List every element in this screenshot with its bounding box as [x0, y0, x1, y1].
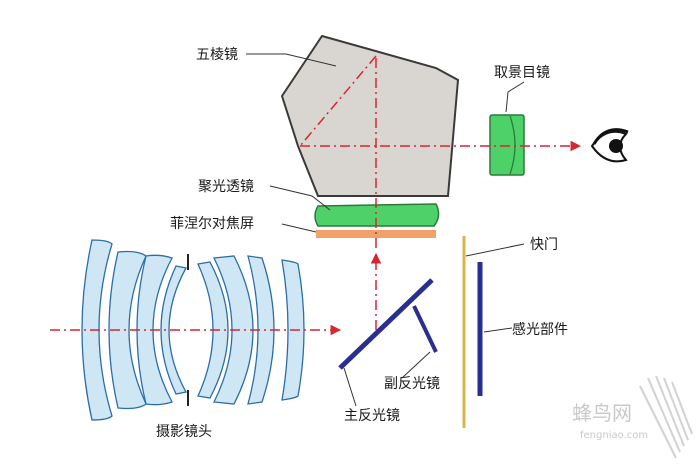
label-shutter: 快门	[530, 237, 558, 253]
watermark: 蜂鸟网 fengniao.com	[572, 375, 693, 459]
lens-element-7	[247, 255, 275, 405]
leader-secondary-mirror	[401, 351, 431, 379]
label-sensor: 感光部件	[512, 321, 568, 338]
label-eyepiece: 取景目镜	[494, 65, 550, 81]
main-mirror	[338, 278, 434, 370]
lens-element-3	[136, 254, 173, 406]
watermark-logo	[639, 375, 693, 459]
label-main-mirror: 主反光镜	[344, 408, 400, 424]
label-condenser: 聚光透镜	[198, 179, 254, 195]
leader-main-mirror	[343, 367, 357, 407]
pentaprism	[280, 34, 460, 197]
leader-sensor	[483, 327, 513, 333]
leader-lines	[246, 53, 525, 407]
condenser-lens	[314, 203, 440, 227]
leader-condenser	[269, 185, 331, 211]
leader-pentaprism	[246, 53, 337, 67]
secondary-mirror	[412, 305, 438, 353]
leader-shutter	[465, 243, 525, 257]
eyepiece-lens	[489, 114, 525, 176]
leader-eyepiece	[505, 81, 525, 113]
lens-element-5	[197, 261, 229, 399]
label-pentaprism: 五棱镜	[196, 47, 238, 63]
label-fresnel: 菲涅尔对焦屏	[170, 216, 254, 232]
watermark-brand: 蜂鸟网	[572, 401, 632, 425]
label-lens: 摄影镜头	[156, 424, 212, 440]
optical-path	[50, 55, 582, 336]
label-secondary-mirror: 副反光镜	[384, 376, 440, 392]
lens-element-4	[160, 265, 187, 395]
eye-icon	[590, 128, 629, 163]
leader-fresnel	[281, 223, 317, 233]
watermark-url: fengniao.com	[580, 430, 648, 441]
